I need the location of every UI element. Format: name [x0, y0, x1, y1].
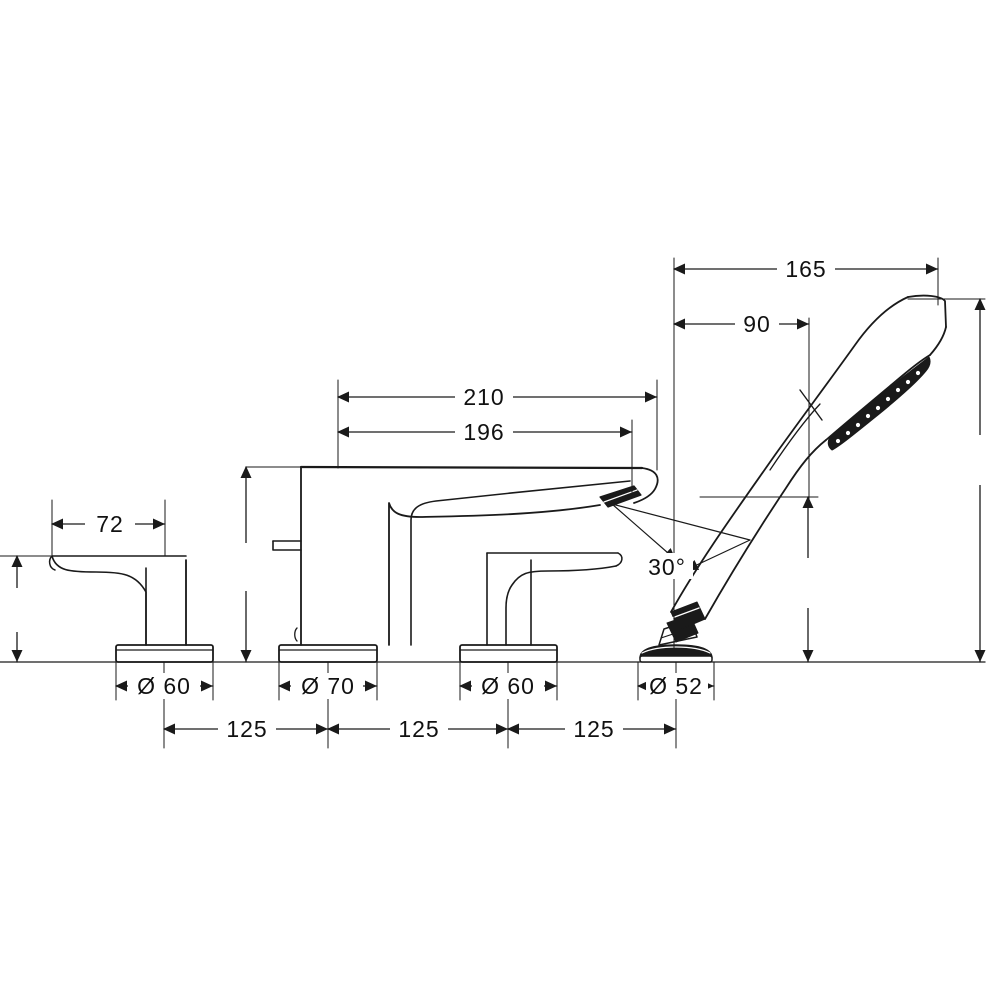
label-72-width: 72 — [96, 511, 124, 537]
label-165: 165 — [785, 256, 826, 282]
dimension-dia52 — [637, 661, 715, 717]
label-90: 90 — [743, 311, 771, 337]
dimension-196 — [337, 419, 633, 493]
handshower-assembly — [639, 294, 947, 663]
spout-assembly — [272, 465, 659, 663]
left-handle-assembly — [48, 555, 214, 663]
dimension-131 — [215, 466, 302, 663]
label-dia60-right: Ø 60 — [481, 673, 535, 699]
label-dia70: Ø 70 — [301, 673, 355, 699]
label-dia52: Ø 52 — [649, 673, 703, 699]
label-spacing-3: 125 — [573, 716, 614, 742]
label-210: 210 — [463, 384, 504, 410]
label-angle-30: 30° — [648, 554, 686, 580]
label-spacing-2: 125 — [398, 716, 439, 742]
dimension-210 — [337, 379, 658, 471]
dimension-228 — [907, 298, 993, 663]
label-196: 196 — [463, 419, 504, 445]
right-handle-assembly — [459, 552, 623, 663]
dimension-dia60-left — [115, 661, 214, 717]
dimension-72-width — [51, 499, 166, 557]
label-dia60-left: Ø 60 — [137, 673, 191, 699]
dimension-spacing-row — [163, 699, 677, 749]
dimension-90 — [673, 311, 810, 501]
dimension-109 — [699, 496, 821, 663]
dimension-72-height — [0, 555, 53, 663]
dimension-labels: 72 72 Ø 60 210 196 131 Ø 70 Ø 60 Ø 52 16… — [96, 256, 826, 742]
label-spacing-1: 125 — [226, 716, 267, 742]
dimension-angle-30 — [611, 503, 751, 579]
